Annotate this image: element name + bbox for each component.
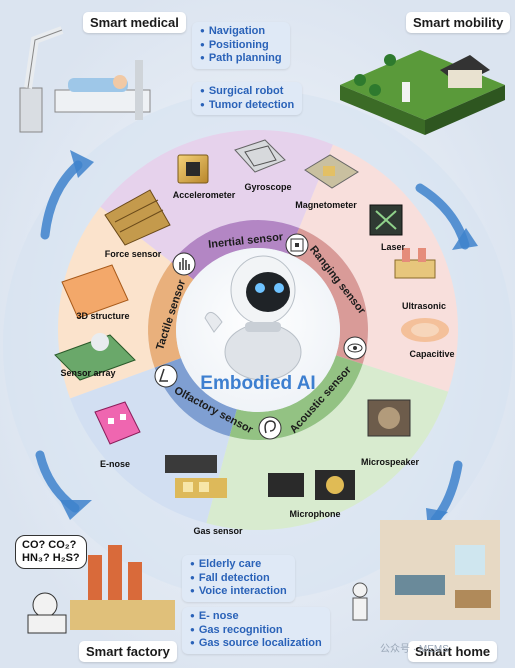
force-sensor-device xyxy=(104,189,171,246)
nose-icon xyxy=(154,364,178,388)
sensor-array-device xyxy=(54,333,136,381)
smart-mobility-title: Smart mobility xyxy=(406,12,511,33)
watermark: 公众号 · MEMS xyxy=(380,644,449,655)
sensor-array-label: Sensor array xyxy=(60,368,115,378)
gas-question-line1: CO? CO₂? xyxy=(22,539,77,551)
arrow-top-left xyxy=(40,160,83,240)
smart-home-title: Smart home xyxy=(408,641,498,662)
factory-illustration xyxy=(27,545,175,634)
accelerometer-chip xyxy=(177,154,209,184)
microspeaker-label: Microspeaker xyxy=(361,457,420,467)
ranging-band xyxy=(288,228,368,364)
laser-chip xyxy=(369,204,403,236)
capacitive-device xyxy=(401,318,449,342)
inertial-band xyxy=(171,220,300,280)
smart-medical-title: Smart medical xyxy=(83,12,186,33)
list-item: Surgical robot xyxy=(200,85,294,99)
list-item: Path planning xyxy=(200,52,282,66)
gas-sensor-device xyxy=(165,455,227,498)
arrowhead-bottom-left xyxy=(60,500,92,520)
gyroscope-device xyxy=(234,139,286,173)
force-sensor-label: Force sensor xyxy=(105,249,162,259)
capacitive-label: Capacitive xyxy=(409,349,454,359)
mobility-applications-box: Navigation Positioning Path planning xyxy=(192,22,290,69)
arrowhead-top-left xyxy=(70,150,94,178)
list-item: Voice interaction xyxy=(190,585,287,599)
medical-applications-box: Surgical robot Tumor detection xyxy=(192,82,303,115)
list-item: Gas recognition xyxy=(190,624,322,638)
list-item: Elderly care xyxy=(190,558,287,572)
magnetometer-label: Magnetometer xyxy=(295,200,357,210)
3d-structure-device xyxy=(61,264,129,319)
laser-label: Laser xyxy=(381,242,406,252)
list-item: Gas source localization xyxy=(190,637,322,651)
home-applications-box: Elderly care Fall detection Voice intera… xyxy=(182,555,295,602)
list-item: Positioning xyxy=(200,39,282,53)
tactile-band xyxy=(148,262,194,368)
acoustic-band xyxy=(229,355,363,440)
eye-icon xyxy=(343,336,367,360)
chip-icon xyxy=(285,233,309,257)
surgical-scene-illustration xyxy=(19,26,151,133)
hand-icon xyxy=(172,252,196,276)
list-item: Navigation xyxy=(200,25,282,39)
microphone-label: Microphone xyxy=(290,509,341,519)
gas-question-bubble: CO? CO₂? HN₃? H₂S? xyxy=(15,535,87,569)
smart-factory-title: Smart factory xyxy=(79,641,177,662)
factory-applications-box: E- nose Gas recognition Gas source local… xyxy=(182,607,330,654)
list-item: Fall detection xyxy=(190,572,287,586)
microphone-device xyxy=(268,470,355,500)
gyroscope-label: Gyroscope xyxy=(244,182,291,192)
gas-sensor-label: Gas sensor xyxy=(193,526,243,536)
list-item: E- nose xyxy=(190,610,322,624)
smart-home-illustration xyxy=(352,520,500,621)
e-nose-chip xyxy=(94,401,141,445)
e-nose-label: E-nose xyxy=(100,459,130,469)
gas-question-line2: HN₃? H₂S? xyxy=(22,552,80,564)
center-title: Embodied AI xyxy=(200,373,315,394)
ultrasonic-label: Ultrasonic xyxy=(402,301,446,311)
robot-illustration xyxy=(204,255,302,381)
magnetometer-device xyxy=(304,154,359,189)
ear-icon xyxy=(258,416,282,440)
ultrasonic-device xyxy=(394,248,436,279)
arrowhead-top-right xyxy=(452,228,478,250)
smart-city-illustration xyxy=(340,50,505,135)
microspeaker-device xyxy=(367,399,411,437)
3d-structure-label: 3D structure xyxy=(76,311,129,321)
accelerometer-label: Accelerometer xyxy=(173,190,236,200)
list-item: Tumor detection xyxy=(200,99,294,113)
